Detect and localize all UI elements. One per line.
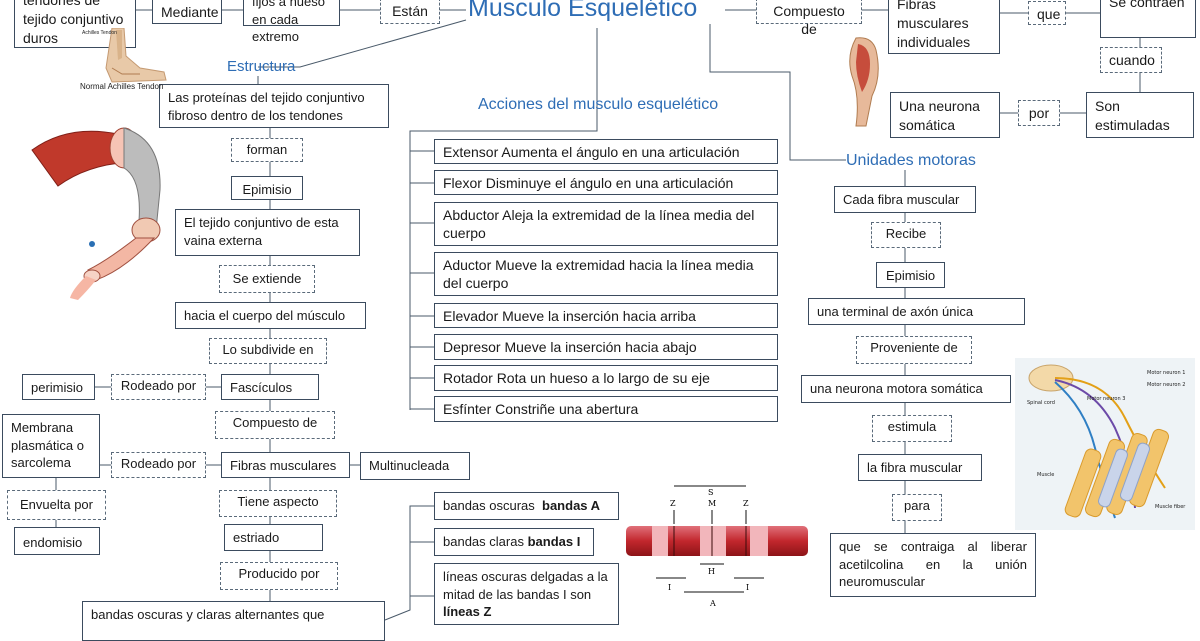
fibras-individuales-box: Fibras musculares individuales [888, 0, 1000, 54]
fasciculos-box: Fascículos [221, 374, 319, 400]
bandas-alternantes-box: bandas oscuras y claras alternantes que [82, 601, 385, 641]
sarc-label-s: S [708, 488, 713, 497]
recibe-link: Recibe [871, 222, 941, 248]
subdivide-link: Lo subdivide en [209, 338, 327, 364]
neuron-label-muscle: Muscle [1037, 472, 1054, 478]
heading-estructura: Estructura [227, 58, 296, 75]
neuron-label-mn2: Motor neuron 2 [1147, 382, 1185, 388]
neuron-label-mn3: Motor neuron 3 [1087, 396, 1125, 402]
neuron-label-fiber: Muscle fiber [1155, 504, 1186, 510]
perimisio-box: perimisio [22, 374, 95, 400]
compuesto-link-top: Compuesto de [756, 0, 862, 37]
heading-acciones: Acciones del musculo esquelético [478, 96, 719, 113]
rodeado-por-link-1: Rodeado por [111, 374, 206, 400]
terminal-axon-box: una terminal de axón única [808, 298, 1025, 325]
producido-link: Producido por [220, 562, 338, 590]
proveniente-link: Proveniente de [856, 336, 972, 364]
sarc-label-a: A [709, 599, 716, 608]
bandas-i-label: bandas I [527, 534, 581, 549]
achilles-tendon-image [105, 28, 167, 83]
envuelta-link: Envuelta por [7, 490, 106, 520]
motor-neuron-image: Motor neuron 1 Motor neuron 2 Motor neur… [1015, 358, 1195, 530]
multinucleada-box: Multinucleada [360, 452, 470, 480]
lineas-oscuras-box: líneas oscuras delgadas a la mitad de la… [434, 563, 619, 625]
bandas-oscuras-text: bandas oscuras [443, 498, 535, 513]
sarc-label-i2: I [746, 583, 749, 592]
la-fibra-box: la fibra muscular [858, 454, 982, 481]
se-contraen-box: Se contraen [1100, 0, 1196, 38]
sarcomere-diagram: S Z M Z H I I A [626, 485, 808, 608]
por-link: por [1018, 100, 1060, 126]
proteinas-box: Las proteínas del tejido conjuntivo fibr… [159, 84, 389, 128]
epimisio-box: Epimisio [231, 176, 303, 200]
accion-abductor: Abductor Aleja la extremidad de la línea… [434, 202, 778, 246]
bandas-a-label: bandas A [542, 498, 601, 513]
neuron-label-mn1: Motor neuron 1 [1147, 370, 1185, 376]
tiene-aspecto-link: Tiene aspecto [219, 490, 337, 517]
para-link: para [892, 494, 942, 521]
accion-flexor: Flexor Disminuye el ángulo en una articu… [434, 170, 778, 195]
neurona-somatica-box: Una neurona somática [890, 92, 1000, 138]
estimula-link: estimula [872, 415, 952, 442]
lineas-z-label: líneas Z [443, 604, 492, 620]
que-link: que [1028, 1, 1066, 25]
tejido-vaina-box: El tejido conjuntivo de esta vaina exter… [175, 209, 360, 256]
bandas-oscuras-box: bandas oscuras bandas A [434, 492, 619, 520]
fijos-box: fijos a hueso en cada extremo [243, 0, 340, 44]
acetilcolina-box: que se contraiga al liberar acetilcolina… [830, 533, 1036, 597]
arm-muscle-image [849, 37, 879, 127]
accion-esfinter: Esfínter Constriñe una abertura [434, 396, 778, 422]
sarc-label-z2: Z [743, 499, 749, 508]
mediante-box: Mediante [152, 0, 222, 24]
neuron-label-spinal: Spinal cord [1027, 400, 1055, 406]
accion-rotador: Rotador Rota un hueso a lo largo de su e… [434, 365, 778, 391]
sarc-label-h: H [708, 567, 715, 576]
muscle-structure-image [31, 127, 161, 300]
son-estimuladas-box: Son estimuladas [1086, 92, 1194, 138]
accion-elevador: Elevador Mueve la inserción hacia arriba [434, 303, 778, 328]
sarc-label-m: M [708, 499, 716, 508]
bandas-claras-text: bandas claras [443, 534, 524, 549]
estriado-box: estriado [224, 524, 323, 551]
page-title: Musculo Esquelético [468, 0, 698, 22]
compuesto-link: Compuesto de [215, 411, 335, 439]
membrana-box: Membrana plasmática o sarcolema [2, 414, 100, 478]
accion-aductor: Aductor Mueve la extremidad hacia la lín… [434, 252, 778, 296]
estan-link: Están [380, 0, 440, 24]
bandas-claras-box: bandas claras bandas I [434, 528, 594, 556]
cada-fibra-box: Cada fibra muscular [834, 186, 976, 213]
tendones-box: tendones de tejido conjuntivo duros [14, 0, 136, 48]
hacia-cuerpo-box: hacia el cuerpo del músculo [175, 302, 366, 329]
sarc-label-i1: I [668, 583, 671, 592]
forman-link: forman [231, 138, 303, 162]
rodeado-por-link-2: Rodeado por [111, 452, 206, 478]
cuando-link: cuando [1100, 47, 1162, 73]
se-extiende-link: Se extiende [219, 265, 315, 293]
endomisio-box: endomisio [14, 527, 100, 555]
lineas-oscuras-text: líneas oscuras delgadas a la mitad de la… [443, 569, 608, 602]
heading-unidades: Unidades motoras [846, 152, 976, 169]
fibras-musculares-box: Fibras musculares [221, 452, 350, 478]
sarc-label-z1: Z [670, 499, 676, 508]
accion-depresor: Depresor Mueve la inserción hacia abajo [434, 334, 778, 360]
epimisio-box-2: Epimisio [876, 262, 945, 288]
accion-extensor: Extensor Aumenta el ángulo en una articu… [434, 139, 778, 164]
achilles-caption: Normal Achilles Tendon [80, 82, 164, 91]
neurona-motora-box: una neurona motora somática [801, 375, 1011, 403]
achilles-mini-label: Achilles Tendon [82, 30, 117, 36]
